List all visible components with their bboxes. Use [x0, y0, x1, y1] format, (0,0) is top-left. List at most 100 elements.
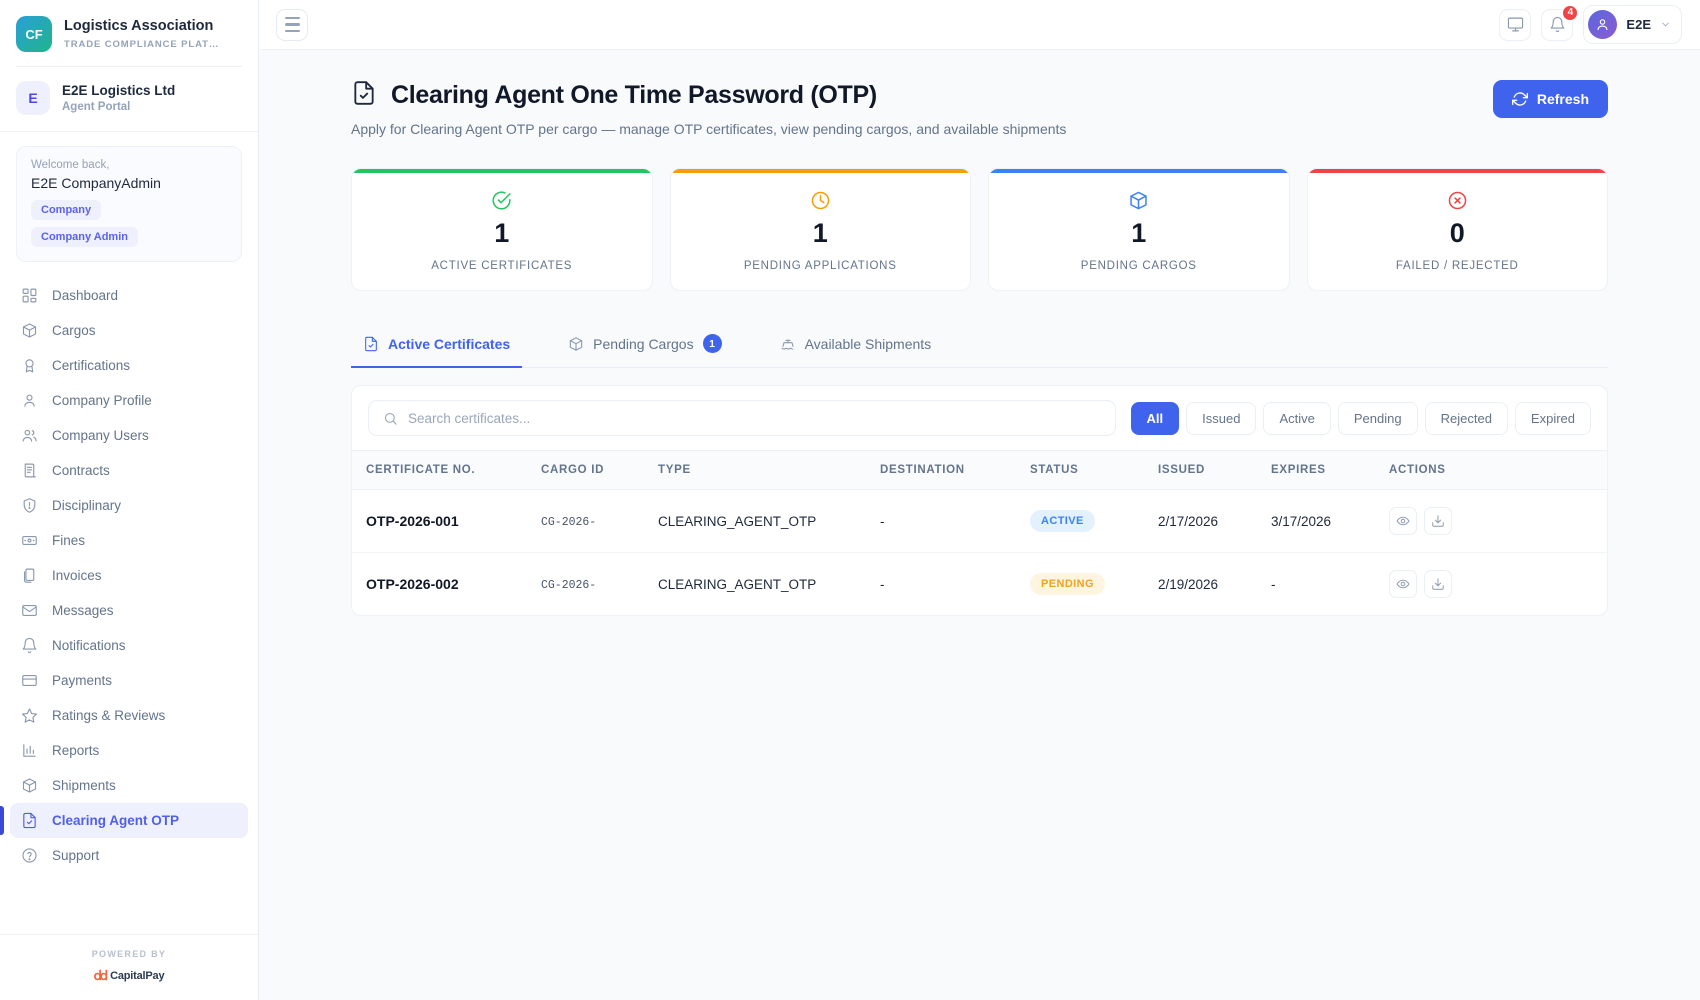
- sidebar-item-label: Ratings & Reviews: [52, 708, 166, 723]
- page-title: Clearing Agent One Time Password (OTP): [391, 81, 877, 109]
- table-head: CERTIFICATE NO. CARGO ID TYPE DESTINATIO…: [352, 450, 1607, 490]
- x-circle-icon: [1318, 189, 1598, 211]
- role-chips: Company Company Admin: [31, 200, 227, 247]
- grid-icon: [22, 288, 36, 303]
- sidebar-item-company-profile[interactable]: Company Profile: [10, 383, 248, 418]
- view-button[interactable]: [1389, 507, 1417, 535]
- sidebar-item-invoices[interactable]: Invoices: [10, 558, 248, 593]
- filter-issued[interactable]: Issued: [1186, 401, 1257, 435]
- filter-pending[interactable]: Pending: [1337, 401, 1418, 435]
- cell-expires: -: [1271, 576, 1276, 592]
- notification-badge: 4: [1562, 4, 1579, 21]
- filter-rejected[interactable]: Rejected: [1424, 401, 1508, 435]
- sidebar-item-label: Reports: [52, 743, 100, 758]
- sidebar-item-label: Payments: [52, 673, 113, 688]
- sidebar-item-ratings-reviews[interactable]: Ratings & Reviews: [10, 698, 248, 733]
- search-input[interactable]: [408, 410, 1101, 426]
- box-icon: [22, 323, 36, 338]
- sidebar-item-messages[interactable]: Messages: [10, 593, 248, 628]
- hamburger-icon[interactable]: [276, 8, 308, 41]
- column-destination: DESTINATION: [866, 450, 1016, 490]
- view-button[interactable]: [1389, 570, 1417, 598]
- stat-value: 1: [1131, 218, 1147, 248]
- cell-cargo-id: CG-2026-: [541, 579, 597, 592]
- sidebar-footer: POWERED BY ⅾⅾ CapitalPay: [0, 934, 258, 1000]
- sidebar-item-dashboard[interactable]: Dashboard: [10, 278, 248, 313]
- user-menu-button[interactable]: E2E: [1583, 5, 1682, 44]
- box-icon: [20, 322, 38, 340]
- main-area: 4 E2E Clearing Age: [259, 0, 1700, 1000]
- tab-available-shipments[interactable]: Available Shipments: [768, 324, 944, 368]
- sidebar-item-label: Invoices: [52, 568, 102, 583]
- brand-tagline: TRADE COMPLIANCE PLATF…: [64, 38, 224, 50]
- cell-destination: -: [866, 489, 1016, 553]
- download-button[interactable]: [1424, 507, 1452, 535]
- download-button[interactable]: [1424, 570, 1452, 598]
- box-icon: [999, 189, 1279, 211]
- invoice-icon: [23, 568, 34, 583]
- sidebar-item-company-users[interactable]: Company Users: [10, 418, 248, 453]
- stat-value: 1: [812, 218, 828, 248]
- row-actions: [1389, 507, 1593, 535]
- eye-icon: [1396, 579, 1410, 589]
- users-icon: [20, 427, 38, 445]
- stat-label: ACTIVE CERTIFICATES: [431, 260, 573, 272]
- cell-type: CLEARING_AGENT_OTP: [644, 489, 866, 553]
- refresh-icon: [1511, 92, 1528, 106]
- box-icon: [20, 777, 38, 795]
- page-subtitle: Apply for Clearing Agent OTP per cargo —…: [351, 121, 1067, 137]
- sidebar-item-contracts[interactable]: Contracts: [10, 453, 248, 488]
- sidebar-item-label: Company Users: [52, 428, 149, 443]
- file-check-icon: [351, 80, 377, 111]
- sidebar-item-fines[interactable]: Fines: [10, 523, 248, 558]
- mail-icon: [21, 604, 37, 617]
- sidebar-item-payments[interactable]: Payments: [10, 663, 248, 698]
- bell-icon: [22, 637, 36, 654]
- bell-icon: [20, 637, 38, 655]
- tab-active-certificates[interactable]: Active Certificates: [351, 324, 523, 368]
- tab-label: Pending Cargos: [593, 335, 694, 352]
- help-circle-icon: [21, 848, 37, 863]
- monitor-icon[interactable]: [1499, 8, 1532, 41]
- brand-header: CF Logistics Association TRADE COMPLIANC…: [0, 0, 258, 66]
- org-name: E2E Logistics Ltd: [62, 82, 176, 98]
- sidebar-item-reports[interactable]: Reports: [10, 733, 248, 768]
- sidebar-item-cargos[interactable]: Cargos: [10, 313, 248, 348]
- stat-label: PENDING CARGOS: [1080, 260, 1197, 272]
- filter-expired[interactable]: Expired: [1514, 401, 1591, 435]
- tab-label: Available Shipments: [804, 335, 932, 352]
- refresh-button[interactable]: Refresh: [1492, 80, 1608, 118]
- search-box[interactable]: [368, 400, 1116, 436]
- column-status: STATUS: [1016, 450, 1144, 490]
- sidebar-item-certifications[interactable]: Certifications: [10, 348, 248, 383]
- clock-icon: [681, 189, 961, 211]
- sidebar-item-disciplinary[interactable]: Disciplinary: [10, 488, 248, 523]
- sidebar-item-label: Contracts: [52, 463, 110, 478]
- mail-icon: [20, 602, 38, 620]
- filter-all[interactable]: All: [1130, 401, 1180, 435]
- sidebar-item-label: Certifications: [52, 358, 131, 373]
- sidebar-item-support[interactable]: Support: [10, 838, 248, 873]
- award-icon: [20, 357, 38, 375]
- stat-label: FAILED / REJECTED: [1395, 260, 1519, 272]
- capitalpay-label: CapitalPay: [110, 970, 165, 982]
- column-expires: EXPIRES: [1257, 450, 1375, 490]
- sidebar-item-shipments[interactable]: Shipments: [10, 768, 248, 803]
- topbar-actions: 4 E2E: [1499, 4, 1682, 44]
- filter-active[interactable]: Active: [1263, 401, 1331, 435]
- cell-expires: 3/17/2026: [1257, 489, 1375, 553]
- cell-issued: 2/19/2026: [1158, 576, 1219, 592]
- sidebar-item-clearing-agent-otp[interactable]: Clearing Agent OTP: [0, 803, 248, 838]
- notifications-button[interactable]: 4: [1541, 4, 1579, 41]
- sidebar-item-label: Fines: [52, 533, 86, 548]
- page-header: Clearing Agent One Time Password (OTP) A…: [351, 80, 1608, 137]
- sidebar-item-notifications[interactable]: Notifications: [10, 628, 248, 663]
- brand-logo: CF: [16, 16, 52, 52]
